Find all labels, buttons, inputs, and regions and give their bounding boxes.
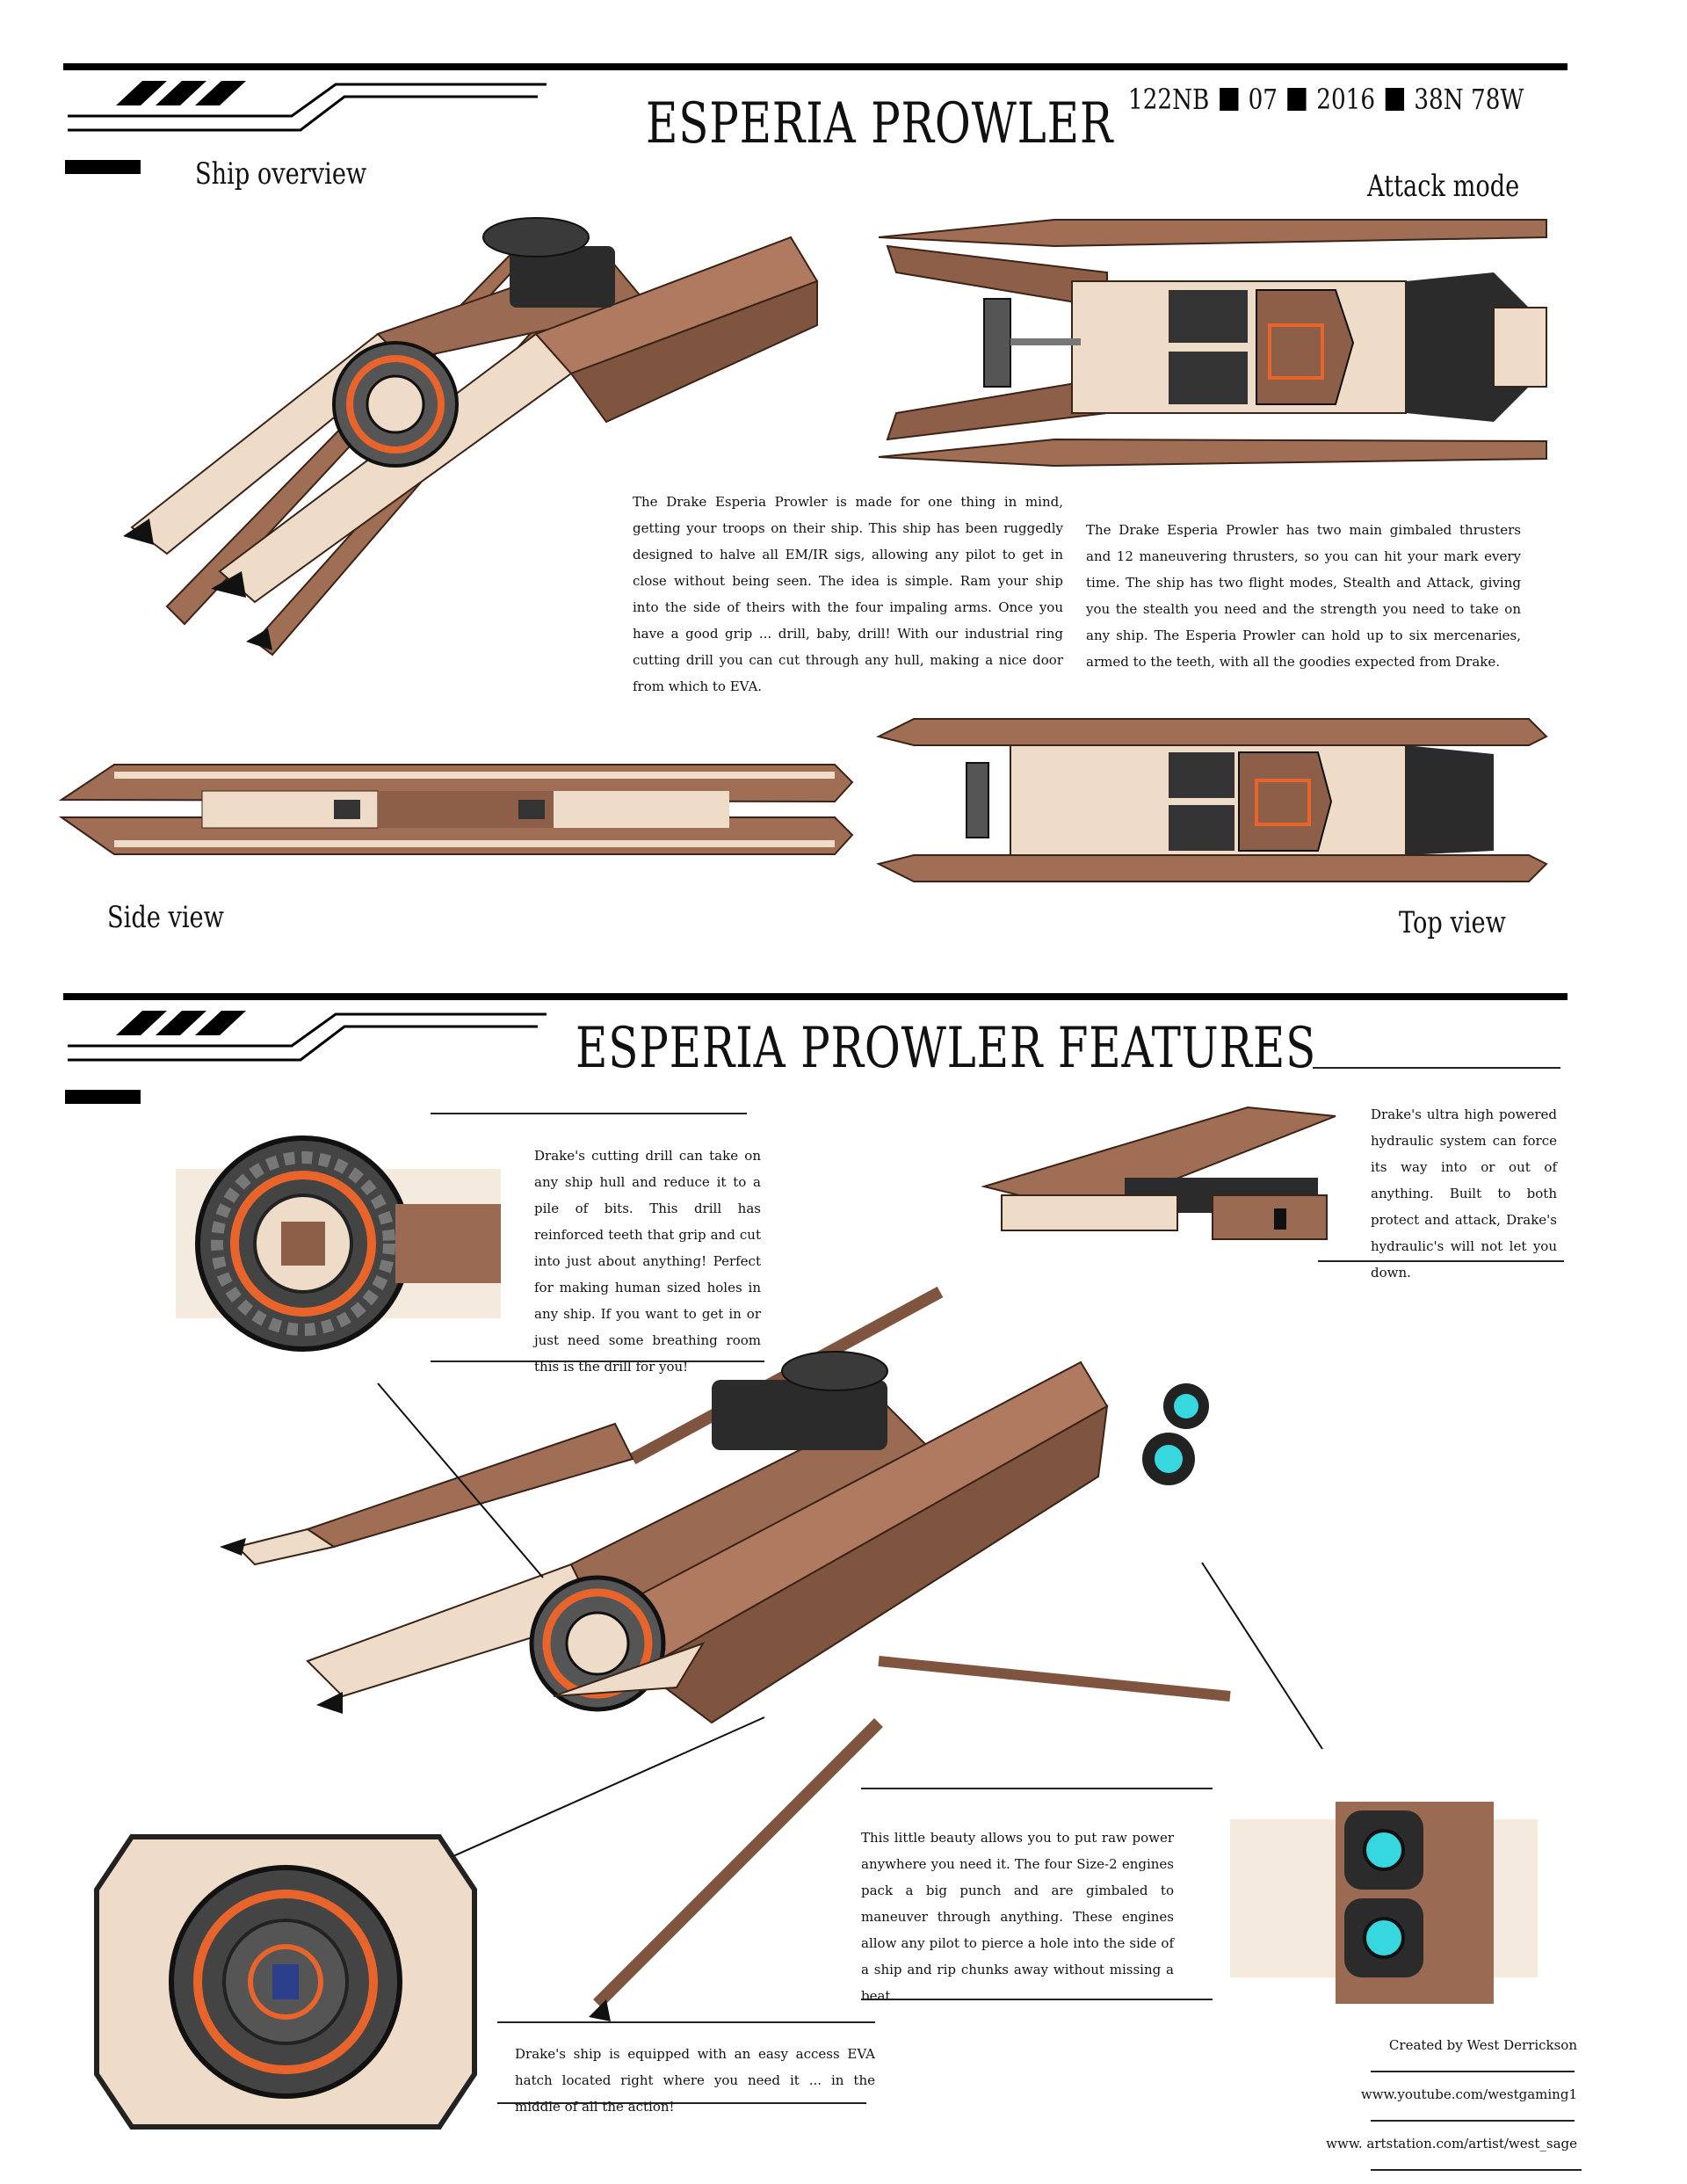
- meta-square: [1385, 88, 1404, 111]
- top-rule: [63, 63, 1568, 70]
- ship-overview-label: Ship overview: [195, 156, 367, 192]
- meta-year: 2016: [1316, 83, 1376, 116]
- side-view-illustration: [58, 764, 854, 855]
- main-ship-illustration: [220, 1286, 1231, 2021]
- section2-title: ESPERIA PROWLER FEATURES: [576, 1016, 1317, 1081]
- eva-hatch-illustration: [94, 1834, 477, 2130]
- page-title: ESPERIA PROWLER: [646, 91, 1114, 156]
- top-view-label: Top view: [1399, 905, 1506, 940]
- credit-line-3: [1371, 2169, 1582, 2171]
- engines-text: This little beauty allows you to put raw…: [861, 1830, 1174, 2004]
- drill-callout-bottom-line: [431, 1360, 764, 1362]
- meta-coords: 38N 78W: [1414, 83, 1524, 116]
- top-view-illustration: [876, 718, 1548, 882]
- credit-created-by: Created by West Derrickson: [1388, 2037, 1577, 2053]
- hatch-callout-bottom-line: [497, 2102, 866, 2104]
- credit-youtube[interactable]: www.youtube.com/westgaming1: [1360, 2086, 1577, 2102]
- hydraulic-text: Drake's ultra high powered hydraulic sys…: [1371, 1107, 1557, 1281]
- hydraulic-callout-bottom-line: [1318, 1260, 1564, 1262]
- section2-stripe-logo: [68, 1011, 547, 1062]
- header-stripe-logo: [68, 81, 547, 132]
- hatch-text: Drake's ship is equipped with an easy ac…: [515, 2046, 875, 2115]
- meta-square: [1287, 88, 1307, 111]
- description-right: The Drake Esperia Prowler has two main g…: [1086, 522, 1521, 670]
- meta-code: 122NB: [1128, 83, 1210, 116]
- meta-day: 07: [1248, 83, 1278, 116]
- engines-callout-bottom-line: [861, 1999, 1213, 2000]
- engines-closeup-illustration: [1230, 1802, 1538, 2004]
- hydraulic-callout-top-line: [1313, 1067, 1560, 1069]
- drill-text: Drake's cutting drill can take on any sh…: [534, 1148, 761, 1375]
- hydraulic-closeup-illustration: [981, 1106, 1336, 1240]
- credit-line-1: [1371, 2071, 1575, 2072]
- drill-callout-top-line: [431, 1113, 747, 1114]
- ship-overview-illustration: [123, 217, 819, 657]
- attack-mode-illustration: [878, 219, 1547, 468]
- meta-line: 122NB 07 2016 38N 78W: [1128, 83, 1524, 116]
- engines-callout-top-line: [861, 1788, 1213, 1789]
- meta-square: [1219, 88, 1239, 111]
- drill-closeup-illustration: [176, 1136, 501, 1352]
- credit-line-2: [1371, 2120, 1575, 2122]
- header-black-bar: [65, 160, 141, 174]
- section2-rule: [63, 993, 1568, 1000]
- attack-mode-label: Attack mode: [1367, 169, 1520, 204]
- credit-artstation[interactable]: www. artstation.com/artist/west_sage: [1326, 2136, 1577, 2151]
- hatch-callout-top-line: [497, 2021, 875, 2023]
- side-view-label: Side view: [107, 900, 224, 935]
- section2-black-bar: [65, 1090, 141, 1104]
- description-left: The Drake Esperia Prowler is made for on…: [633, 494, 1063, 694]
